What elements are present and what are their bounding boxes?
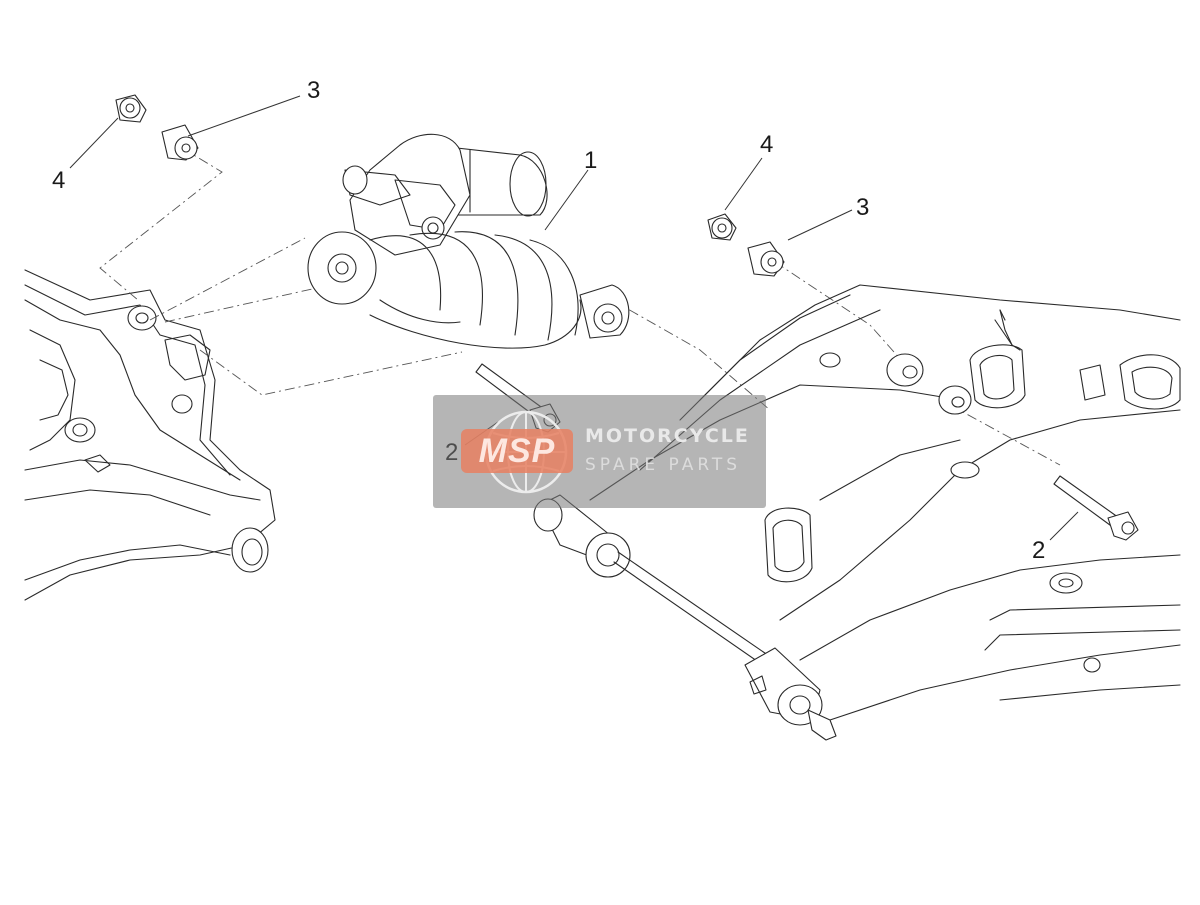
callout-2-right: 2 (1032, 537, 1045, 564)
callout-4-right: 4 (760, 131, 773, 158)
bushing-left-large (161, 124, 199, 161)
swingarm (533, 284, 1181, 741)
callout-labels: 4 3 1 4 3 2 2 (52, 77, 1045, 564)
callout-3-right: 3 (856, 194, 869, 221)
msp-logo-badge: MSP (461, 429, 573, 473)
callout-1: 1 (584, 147, 597, 174)
watermark-panel: MSP MOTORCYCLE SPARE PARTS (433, 395, 766, 508)
bushing-right-large (747, 241, 785, 277)
bolt-right (1053, 475, 1139, 541)
frame-left (24, 269, 276, 601)
callout-3-left: 3 (307, 77, 320, 104)
watermark-line-2: SPARE PARTS (585, 455, 742, 475)
bushing-left-small (115, 94, 147, 123)
watermark-line-1: MOTORCYCLE (585, 425, 750, 447)
callout-4-left: 4 (52, 167, 65, 194)
bushing-right-small (707, 213, 737, 241)
rear-shock-absorber (307, 133, 630, 349)
alignment-lines (99, 147, 1061, 466)
